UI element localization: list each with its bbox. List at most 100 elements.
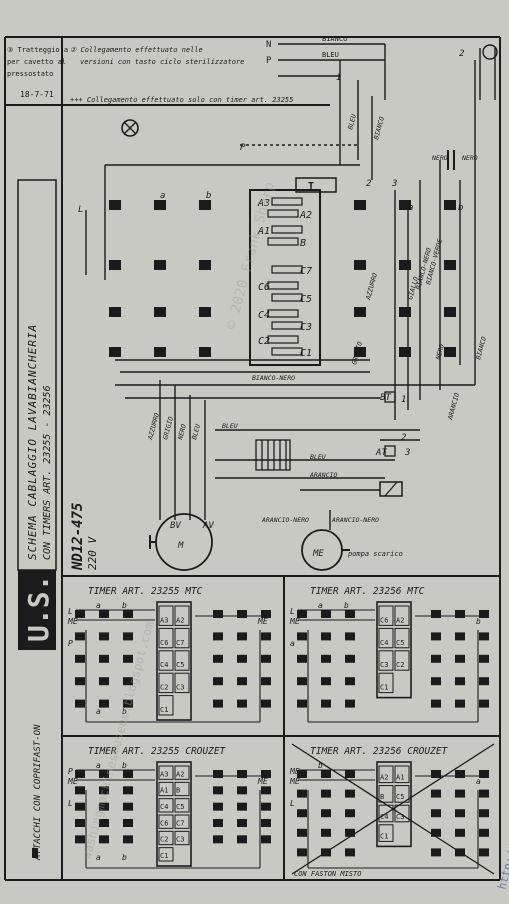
terminal (154, 347, 166, 357)
terminal-label: 1 (336, 73, 341, 83)
cam-cell (394, 650, 410, 671)
schema-title: SCHEMA CABLAGGIO LAVABIANCHERIA (26, 324, 39, 560)
cam-label: A2 (396, 616, 404, 624)
terminal (199, 307, 211, 317)
cam-label: C3 (396, 813, 404, 821)
terminal (75, 632, 85, 641)
terminal-label: AT (375, 448, 387, 458)
frame (4, 36, 501, 881)
cam-label: A1 (396, 774, 404, 782)
terminal (345, 610, 355, 618)
terminal (213, 632, 223, 641)
terminal (123, 677, 133, 686)
cam-contact (271, 321, 303, 330)
terminal (455, 789, 465, 798)
panel-terminal-label: a (290, 639, 295, 648)
voltage-label: 220 V (86, 536, 99, 570)
cam-cell (174, 627, 190, 649)
terminal (444, 347, 456, 357)
terminal-label: 3 (391, 179, 397, 189)
cam-cell (378, 627, 394, 649)
terminal (213, 819, 223, 827)
cam-cell (174, 765, 190, 780)
capacitor (447, 150, 455, 170)
cam-label: A2 (176, 770, 184, 778)
cam-label: C2 (160, 684, 168, 692)
panel-terminal-label: a (476, 777, 481, 786)
terminal (99, 786, 109, 795)
cam-cell (174, 672, 190, 694)
terminal (455, 699, 465, 708)
cam-cell (174, 798, 190, 813)
cam-label: C1 (160, 706, 168, 714)
wire-label: BLEU (222, 422, 238, 430)
cam-cell (394, 785, 410, 803)
terminal (431, 610, 441, 618)
terminal (237, 654, 247, 663)
terminal (123, 770, 133, 778)
motor (149, 513, 213, 571)
terminal (479, 699, 489, 708)
panel-terminal-label: ME (289, 767, 300, 776)
terminal (123, 610, 133, 618)
cam-label: C7 (300, 266, 312, 277)
cam-label: C6 (380, 616, 388, 624)
cam-cell (394, 627, 410, 649)
terminal (154, 307, 166, 317)
wire-label: BLEU (322, 51, 339, 59)
wire-label: BIANCO (322, 35, 347, 43)
terminal (99, 802, 109, 811)
cam-cell (158, 627, 174, 649)
terminal (297, 789, 307, 798)
terminal (321, 828, 331, 837)
panel-terminal-label: L (290, 799, 295, 808)
cam-label: B (380, 793, 384, 801)
cam-label: A2 (380, 774, 388, 782)
cam-contact (271, 293, 303, 302)
cam-label: C7 (176, 819, 184, 827)
panel-terminal-label: a (96, 601, 101, 610)
terminal (399, 200, 411, 210)
panel-terminal-label: b (476, 617, 481, 626)
panel-wires (298, 609, 488, 723)
terminal (345, 828, 355, 837)
terminal (297, 699, 307, 708)
panel-terminal-label: ME (257, 617, 268, 626)
terminal (123, 819, 133, 827)
thermostat-switch (384, 391, 396, 457)
terminal (237, 786, 247, 795)
terminal (455, 677, 465, 686)
note-timer-23255: +++ Collegamento effettuato solo con tim… (70, 96, 293, 104)
terminal (297, 828, 307, 837)
lamp (121, 119, 139, 137)
terminal-label: b (206, 191, 211, 201)
terminal (99, 835, 109, 844)
terminal (99, 632, 109, 641)
panel-title: TIMER ART. 23255 MTC (88, 586, 203, 597)
mains-label: N (266, 40, 271, 50)
terminal (479, 809, 489, 818)
terminal (297, 770, 307, 778)
terminal (431, 677, 441, 686)
terminal (345, 632, 355, 641)
terminal (431, 699, 441, 708)
terminal (237, 819, 247, 827)
terminal (261, 770, 271, 778)
wire-label: BLEU (190, 423, 202, 440)
terminal (123, 654, 133, 663)
terminal (479, 848, 489, 857)
terminal (479, 654, 489, 663)
terminal (237, 677, 247, 686)
cam-label: C3 (176, 684, 184, 692)
terminal (455, 809, 465, 818)
terminal (109, 347, 121, 357)
terminal (321, 610, 331, 618)
terminal (479, 610, 489, 618)
terminal (431, 789, 441, 798)
terminal (75, 786, 85, 795)
terminal (321, 654, 331, 663)
note-sterilizer-a: ② Collegamento effettuato nelle (70, 46, 203, 54)
terminal (99, 654, 109, 663)
